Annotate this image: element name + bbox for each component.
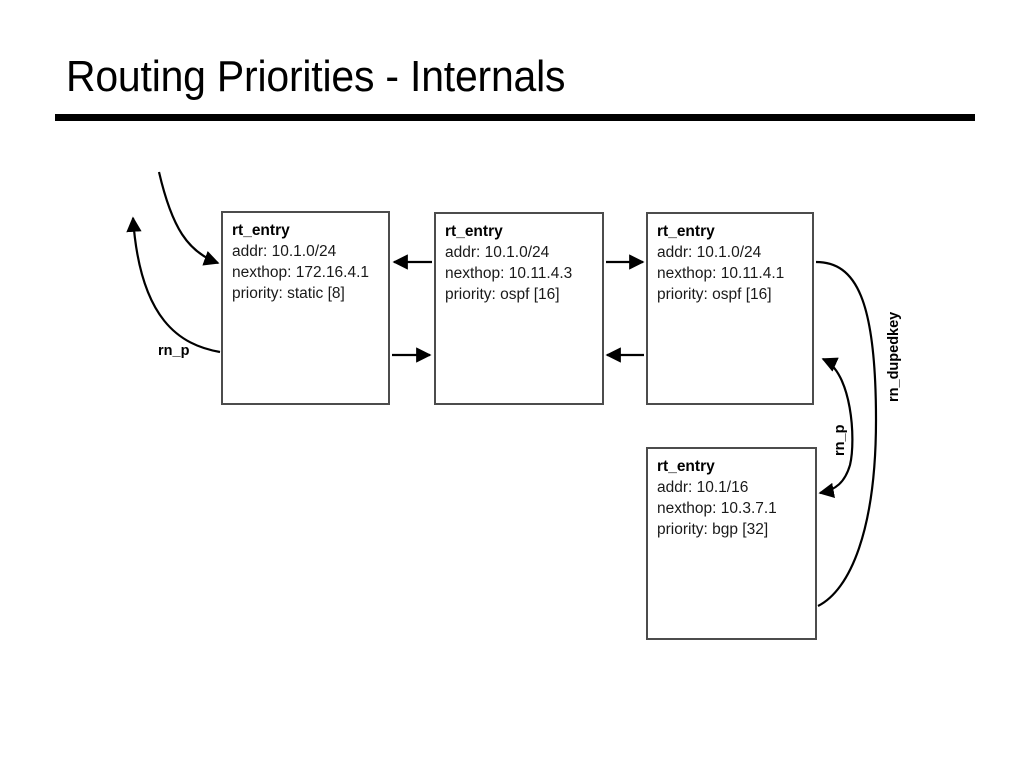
edge-label-rn-p-left: rn_p (158, 343, 190, 359)
node-1-nexthop: nexthop: 172.16.4.1 (232, 264, 370, 281)
node-3-priority: priority: ospf [16] (657, 286, 772, 303)
node-4-addr: addr: 10.1/16 (657, 479, 749, 496)
node-2-nexthop: nexthop: 10.11.4.3 (445, 265, 573, 282)
rt-entry-node-3[interactable]: rt_entry addr: 10.1.0/24 nexthop: 10.11.… (646, 212, 814, 405)
node-4-priority: priority: bgp [32] (657, 521, 769, 538)
node-3-addr: addr: 10.1.0/24 (657, 244, 762, 261)
node-4-nexthop: nexthop: 10.3.7.1 (657, 500, 777, 517)
edge-label-rn-p-right: rn_p (832, 424, 848, 456)
node-1-priority: priority: static [8] (232, 285, 345, 302)
rt-entry-node-1[interactable]: rt_entry addr: 10.1.0/24 nexthop: 172.16… (221, 211, 390, 405)
node-3-struct-name: rt_entry (657, 223, 715, 240)
node-2-struct-name: rt_entry (445, 223, 503, 240)
edge-label-rn-dupedkey: rn_dupedkey (886, 311, 902, 402)
rt-entry-node-4[interactable]: rt_entry addr: 10.1/16 nexthop: 10.3.7.1… (646, 447, 817, 640)
node-3-nexthop: nexthop: 10.11.4.1 (657, 265, 785, 282)
rt-entry-node-2[interactable]: rt_entry addr: 10.1.0/24 nexthop: 10.11.… (434, 212, 604, 405)
page-title: Routing Priorities - Internals (66, 52, 566, 101)
title-underline-rule (55, 114, 975, 121)
edge-rn-p-from-node-1 (126, 216, 221, 354)
node-1-addr: addr: 10.1.0/24 (232, 243, 337, 260)
node-2-addr: addr: 10.1.0/24 (445, 244, 550, 261)
edge-incoming-to-node-1 (157, 171, 220, 266)
node-4-struct-name: rt_entry (657, 458, 715, 475)
node-1-struct-name: rt_entry (232, 222, 290, 239)
node-2-priority: priority: ospf [16] (445, 286, 560, 303)
